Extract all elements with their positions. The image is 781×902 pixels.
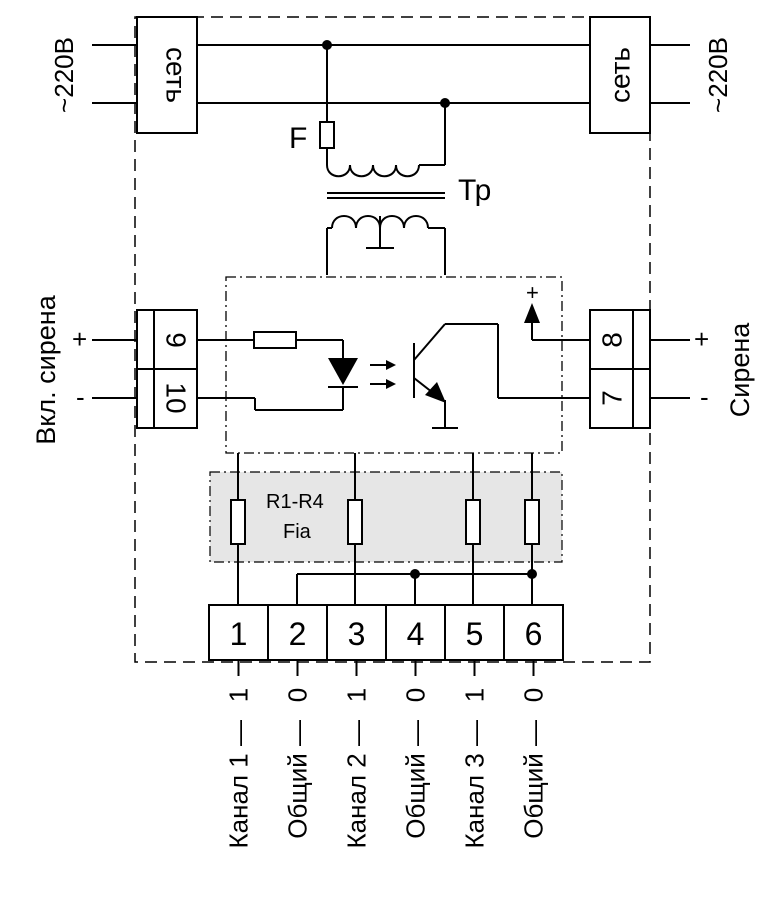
terminal-2-name: Общий — [283,720,313,839]
power-label-left: ~220B [49,37,79,113]
transformer-label: Тр [458,174,491,207]
terminal-6-number: 6 [525,616,543,652]
resistor-label-line2: Fia [283,521,312,543]
terminal-7-label: 7 [597,390,628,406]
terminal-4-level: 0 [401,688,431,702]
terminal-block-siren-output: 8 7 [589,309,651,429]
control-block [225,276,563,454]
siren-input-label: Вкл. сирена [31,294,61,444]
resistor-label-line1: R1-R4 [266,491,324,513]
output-plus-sign: + [526,280,539,305]
terminal-strip [208,604,564,661]
terminal-3-number: 3 [348,616,366,652]
terminal-2-number: 2 [289,616,307,652]
terminal-1-number: 1 [230,616,248,652]
terminal-9-label: 9 [161,332,192,348]
terminal-3-level: 1 [342,688,372,702]
resistor-area [209,471,563,563]
terminal-10-label: 10 [161,382,192,413]
terminal-6-name: Общий — [519,720,549,839]
siren-input-minus: - [76,382,85,412]
terminal-5-level: 1 [460,688,490,702]
terminal-5-number: 5 [466,616,484,652]
network-block-right: сеть [589,16,651,134]
terminal-6-level: 0 [519,688,549,702]
network-block-right-label: сеть [605,47,636,103]
terminal-8-label: 8 [597,332,628,348]
fuse-label: F [289,122,307,155]
phototransistor [413,323,590,429]
terminal-5-name: Канал 3 — [460,720,490,849]
terminal-1-name: Канал 1 — [224,720,254,849]
terminal-4-name: Общий — [401,720,431,839]
junction-dot [527,569,537,579]
siren-input-plus: + [72,324,87,354]
junction-dot [410,569,420,579]
output-plus-arrow [524,303,590,341]
terminal-block-siren-input: 9 10 [136,309,198,429]
power-label-right: ~220B [703,37,733,113]
transformer [326,103,446,275]
siren-output-label: Сирена [725,322,755,418]
siren-output-plus: + [694,324,709,354]
terminal-4-number: 4 [407,616,425,652]
terminal-2-level: 0 [283,688,313,702]
network-block-left-label: сеть [161,47,192,103]
light-arrows [370,360,396,389]
terminal-3-name: Канал 2 — [342,720,372,849]
siren-output-minus: - [700,382,709,412]
terminal-1-level: 1 [224,688,254,702]
optocoupler-input [197,331,358,411]
network-block-left: сеть [136,16,198,134]
fuse [319,45,335,165]
